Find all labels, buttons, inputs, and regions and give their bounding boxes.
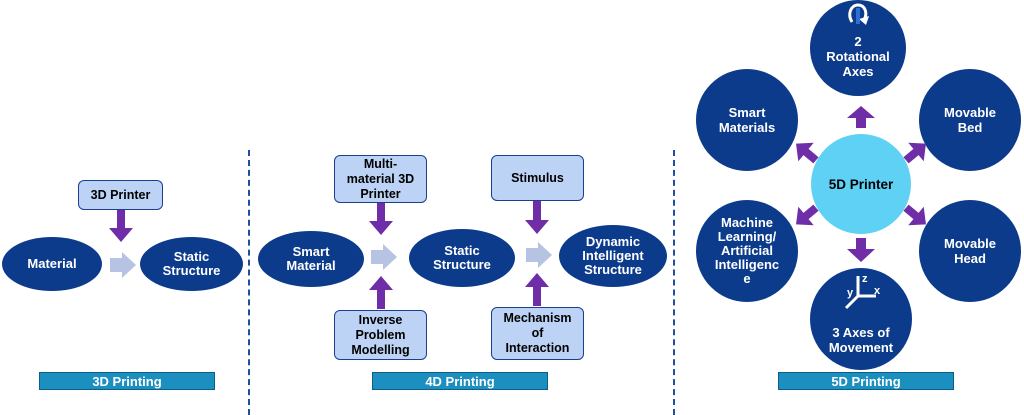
4d-printing-label: 4D Printing bbox=[372, 372, 548, 390]
inverse-up-arrow bbox=[369, 276, 393, 309]
static-structure-node-3d: Static Structure bbox=[140, 237, 243, 291]
stimulus-box: Stimulus bbox=[491, 155, 584, 201]
arrow-to-movable-head bbox=[903, 204, 926, 226]
smart-material-node: Smart Material bbox=[258, 231, 364, 287]
static-structure-node-4d: Static Structure bbox=[409, 229, 515, 287]
axis-z-label: z bbox=[862, 273, 868, 285]
4d-flow-arrow-2 bbox=[526, 242, 552, 268]
multi-printer-down-arrow bbox=[369, 203, 393, 235]
3d-flow-arrow bbox=[110, 252, 136, 278]
rotational-axes-label: 2 Rotational Axes bbox=[826, 33, 890, 79]
axis-y-label: y bbox=[847, 287, 854, 299]
mechanism-up-arrow bbox=[525, 273, 549, 306]
stimulus-down-arrow bbox=[525, 201, 549, 234]
axis-x-label: x bbox=[874, 285, 881, 297]
arrow-to-machine-learning bbox=[796, 204, 819, 226]
material-node: Material bbox=[2, 237, 102, 291]
arrow-to-movable-bed bbox=[903, 142, 926, 164]
inverse-problem-box: Inverse Problem Modelling bbox=[334, 310, 427, 360]
movable-head-node: Movable Head bbox=[919, 200, 1021, 302]
5d-printer-center: 5D Printer bbox=[811, 134, 911, 234]
5d-printing-label: 5D Printing bbox=[778, 372, 954, 390]
smart-materials-node: Smart Materials bbox=[696, 69, 798, 171]
rotation-icon bbox=[848, 3, 869, 25]
divider-left bbox=[248, 150, 250, 415]
axes-movement-node: 3 Axes of Movement bbox=[810, 268, 912, 370]
3d-printer-down-arrow bbox=[109, 210, 133, 242]
movable-bed-node: Movable Bed bbox=[919, 69, 1021, 171]
axes-icon: z x y bbox=[844, 273, 881, 310]
divider-right bbox=[673, 150, 675, 415]
4d-flow-arrow-1 bbox=[371, 244, 397, 270]
machine-learning-node: Machine Learning/ Artificial Intelligenc… bbox=[696, 200, 798, 302]
multi-material-printer-box: Multi- material 3D Printer bbox=[334, 155, 427, 203]
arrow-to-smart-materials bbox=[796, 142, 819, 164]
3d-printing-label: 3D Printing bbox=[39, 372, 215, 390]
dynamic-intelligent-structure-node: Dynamic Intelligent Structure bbox=[559, 225, 667, 287]
arrow-to-rotational bbox=[847, 106, 875, 128]
arrow-to-axes-movement bbox=[847, 238, 875, 262]
3d-printer-box: 3D Printer bbox=[78, 180, 163, 210]
mechanism-box: Mechanism of Interaction bbox=[491, 307, 584, 360]
axes-movement-label: 3 Axes of Movement bbox=[828, 325, 894, 355]
